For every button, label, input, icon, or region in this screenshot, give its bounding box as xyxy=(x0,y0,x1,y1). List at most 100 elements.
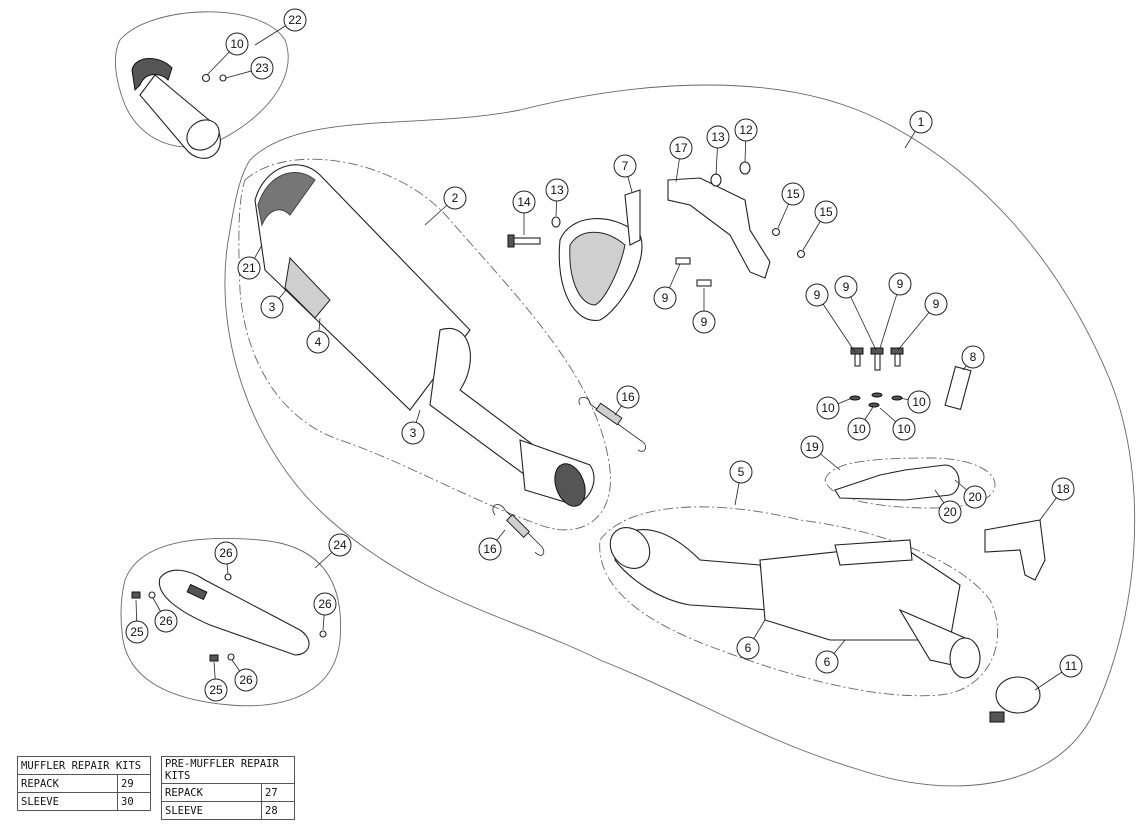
table-title: MUFFLER REPAIR KITS xyxy=(17,756,151,775)
callout-circle xyxy=(250,56,274,80)
kit-number: 28 xyxy=(261,801,295,820)
callout-label: 3 xyxy=(410,426,417,440)
callout-circle xyxy=(653,286,677,310)
callout-21: 21 xyxy=(237,244,263,280)
callout-circle xyxy=(847,417,871,441)
callout-20: 20 xyxy=(934,489,962,524)
callout-circle xyxy=(1059,654,1083,678)
callout-9: 9 xyxy=(834,275,877,351)
callout-16: 16 xyxy=(614,385,640,416)
callout-8: 8 xyxy=(961,345,985,371)
callout-circle xyxy=(613,154,637,178)
callout-label: 7 xyxy=(622,159,629,173)
callout-label: 15 xyxy=(819,205,833,219)
tip-group-boundary xyxy=(115,11,289,148)
table-title: PRE-MUFFLER REPAIR KITS xyxy=(161,756,295,784)
pre-muffler xyxy=(609,527,981,679)
callout-label: 9 xyxy=(897,277,904,291)
callout-label: 15 xyxy=(786,187,800,201)
callout-label: 16 xyxy=(621,390,635,404)
callout-circle xyxy=(443,186,467,210)
callout-label: 9 xyxy=(814,288,821,302)
callout-circle xyxy=(669,136,693,160)
main-assembly-boundary xyxy=(224,84,1136,787)
callout-label: 20 xyxy=(968,490,982,504)
callout-16: 16 xyxy=(478,529,506,561)
callout-1: 1 xyxy=(904,110,933,149)
callout-circle xyxy=(313,592,337,616)
callout-circle xyxy=(306,330,330,354)
callout-4: 4 xyxy=(306,317,330,354)
callout-10: 10 xyxy=(899,390,931,414)
callout-label: 9 xyxy=(843,280,850,294)
callout-label: 1 xyxy=(918,115,925,129)
kit-number: 27 xyxy=(261,783,295,802)
leader-line xyxy=(845,286,877,351)
callout-label: 9 xyxy=(701,315,708,329)
callout-6: 6 xyxy=(736,619,766,660)
callout-circle xyxy=(692,310,716,334)
callout-label: 10 xyxy=(912,395,926,409)
callout-9: 9 xyxy=(805,283,856,353)
callout-circle xyxy=(616,385,640,409)
callout-label: 19 xyxy=(805,440,819,454)
callout-23: 23 xyxy=(225,56,274,80)
callout-15: 15 xyxy=(802,200,838,251)
callout-label: 16 xyxy=(483,542,497,556)
premuffler-subgroup-boundary xyxy=(599,506,999,697)
callout-9: 9 xyxy=(692,288,716,334)
callout-3: 3 xyxy=(401,409,425,445)
callout-circle xyxy=(237,256,261,280)
heat-shield xyxy=(131,569,327,662)
callout-13: 13 xyxy=(545,178,569,217)
callout-10: 10 xyxy=(816,396,853,420)
callout-label: 6 xyxy=(824,655,831,669)
callout-label: 20 xyxy=(943,505,957,519)
callout-circle xyxy=(938,500,962,524)
bolts xyxy=(507,234,972,411)
callout-10: 10 xyxy=(847,406,874,441)
heatshield-group-boundary xyxy=(120,537,342,707)
callout-12: 12 xyxy=(734,118,758,163)
callout-19: 19 xyxy=(800,435,841,471)
callout-label: 21 xyxy=(242,261,256,275)
callout-14: 14 xyxy=(512,190,536,235)
callout-circle xyxy=(478,537,502,561)
callout-label: 13 xyxy=(550,183,564,197)
callout-circle xyxy=(225,32,249,56)
callout-22: 22 xyxy=(254,8,307,46)
kit-label: SLEEVE xyxy=(17,792,118,811)
callout-label: 10 xyxy=(230,37,244,51)
callout-label: 6 xyxy=(745,641,752,655)
callout-9: 9 xyxy=(879,272,912,349)
callout-9: 9 xyxy=(897,292,948,351)
callout-label: 18 xyxy=(1056,482,1070,496)
callout-11: 11 xyxy=(1034,654,1083,691)
callout-label: 23 xyxy=(255,61,269,75)
callout-circle xyxy=(781,182,805,206)
callout-label: 2 xyxy=(452,191,459,205)
callout-circle xyxy=(805,283,829,307)
callout-circle xyxy=(834,275,858,299)
callout-circle xyxy=(800,435,824,459)
callout-circle xyxy=(401,421,425,445)
callout-13: 13 xyxy=(706,125,730,176)
kit-label: REPACK xyxy=(17,774,118,793)
callout-25: 25 xyxy=(125,599,149,644)
callout-circle xyxy=(815,650,839,674)
callout-circle xyxy=(234,668,258,692)
callout-label: 8 xyxy=(970,350,977,364)
callout-circle xyxy=(729,460,753,484)
callout-label: 3 xyxy=(269,300,276,314)
callout-label: 10 xyxy=(821,401,835,415)
callout-20: 20 xyxy=(954,479,987,509)
callout-circle xyxy=(283,8,307,32)
callout-label: 22 xyxy=(288,13,302,27)
callout-3: 3 xyxy=(260,289,287,319)
end-cap-tip xyxy=(131,58,227,159)
